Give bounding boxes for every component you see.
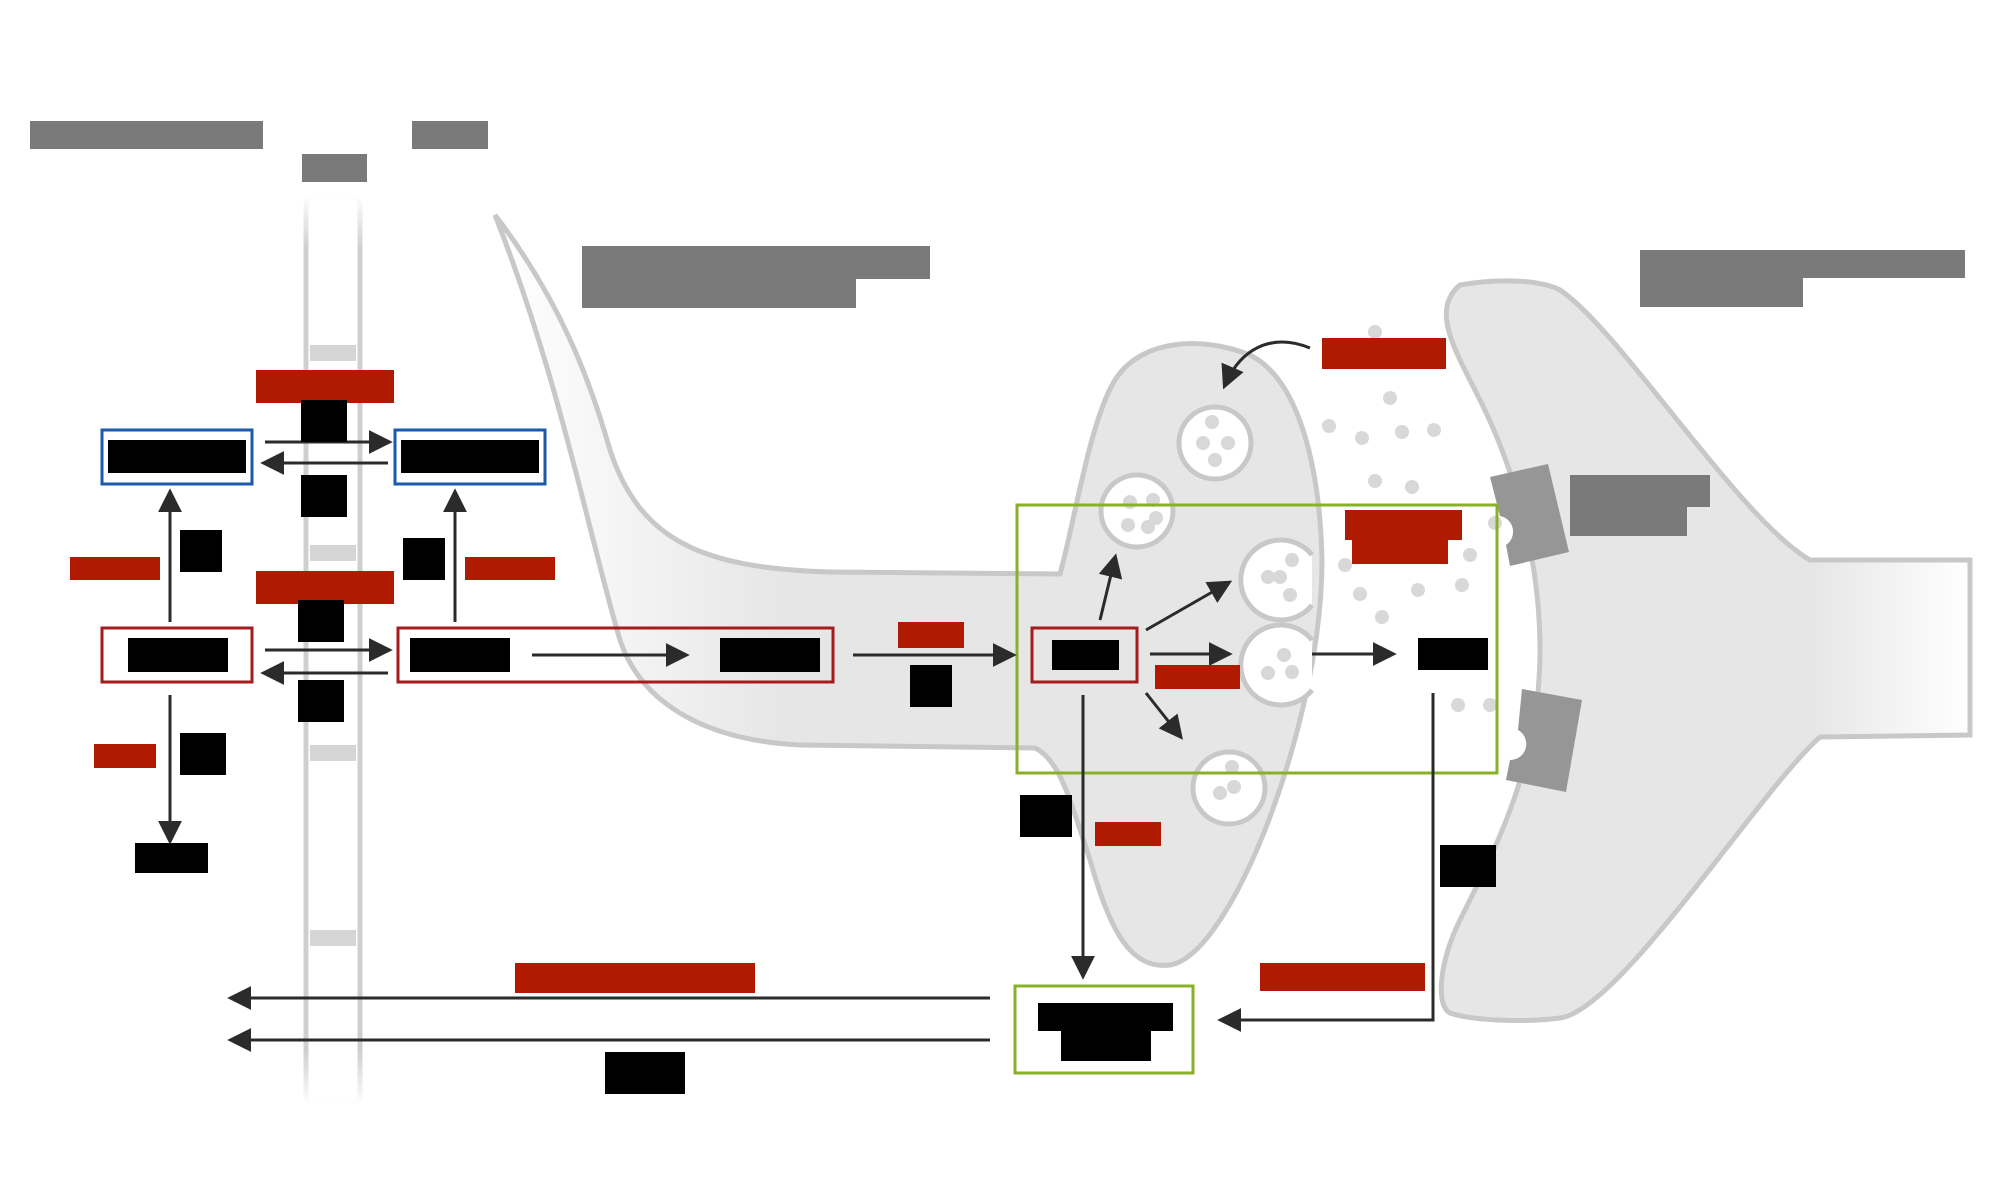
red-bottom-arrow [515,963,755,993]
label-cleft [1418,638,1488,670]
receptor [1490,464,1569,566]
arrow [1098,553,1123,621]
label-in-blue-left [108,440,246,473]
axon-header [302,154,367,182]
label-bottom-arrow [605,1052,685,1094]
arrow [1144,692,1183,740]
red-terminal-out [1155,665,1240,689]
red-transport [898,622,964,648]
arrow [1145,580,1233,632]
red-reuptake-line1 [1345,510,1462,540]
red-mid-right [465,557,555,580]
label-mid-arrow-up [298,600,344,642]
blue-frame-right [393,428,547,486]
red-left-lower [94,744,156,768]
label-mid-arrow-down [298,680,344,722]
red-frame-terminal [1030,626,1139,684]
label-left-vertical [180,530,222,572]
frames [100,428,1499,1075]
label-bottom-left [135,843,208,873]
label-in-red-wide-b [720,638,820,672]
red-retrograde [1260,963,1425,991]
postsynaptic-receptors [1490,464,1582,792]
vesicle-fusing [1238,537,1314,623]
label-green-box-bottom [1061,1029,1151,1061]
red-frame-left [100,626,254,684]
arrow [1221,340,1311,390]
red-mid-center [256,571,394,604]
postsynaptic-title-line2 [1640,277,1803,307]
label-below-terminal [1020,795,1072,837]
label-transport [910,665,952,707]
label-green-box-top [1038,1003,1173,1031]
label-left-lower [180,733,226,775]
vesicle [1098,472,1176,550]
synaptic-vesicles [1098,404,1314,827]
label-right-vertical [403,538,445,580]
vesicle [1176,404,1254,482]
red-left-upper [70,557,160,580]
neuron-title-line1 [582,246,930,279]
green-frame-bottom [1013,984,1195,1075]
top-left-title [30,121,263,149]
blue-frame-left [100,428,254,486]
red-below-terminal [1095,822,1161,846]
arrows [158,340,1435,1052]
label-in-red-left [128,638,228,672]
label-in-red-wide-a [410,638,510,672]
postsynaptic-title-line1 [1640,250,1965,278]
arrow [1217,693,1435,1032]
red-top-center [256,370,394,403]
label-in-blue-right [401,440,539,473]
label-top-arrow-up [301,400,347,442]
postsynaptic-neuron [1438,278,1973,1023]
red-labels [70,338,1462,993]
top-mid-title [412,121,488,149]
receptor-label-line2 [1570,506,1687,536]
presynaptic-neuron [492,213,1325,968]
label-top-arrow-down [301,475,347,517]
vesicle-fusing [1238,622,1314,708]
receptor [1506,689,1582,792]
label-reuptake [1440,845,1496,887]
red-vesicle-arrow [1322,338,1446,369]
label-in-red-terminal [1052,640,1119,670]
black-labels [108,400,1496,1094]
vesicle [1190,749,1268,827]
gray-labels [30,121,1965,536]
green-frame-terminal [1015,503,1499,775]
receptor-label-line1 [1570,475,1710,507]
red-frame-wide [396,626,835,684]
red-reuptake-line2 [1352,538,1448,564]
neuron-title-line2 [582,278,856,308]
